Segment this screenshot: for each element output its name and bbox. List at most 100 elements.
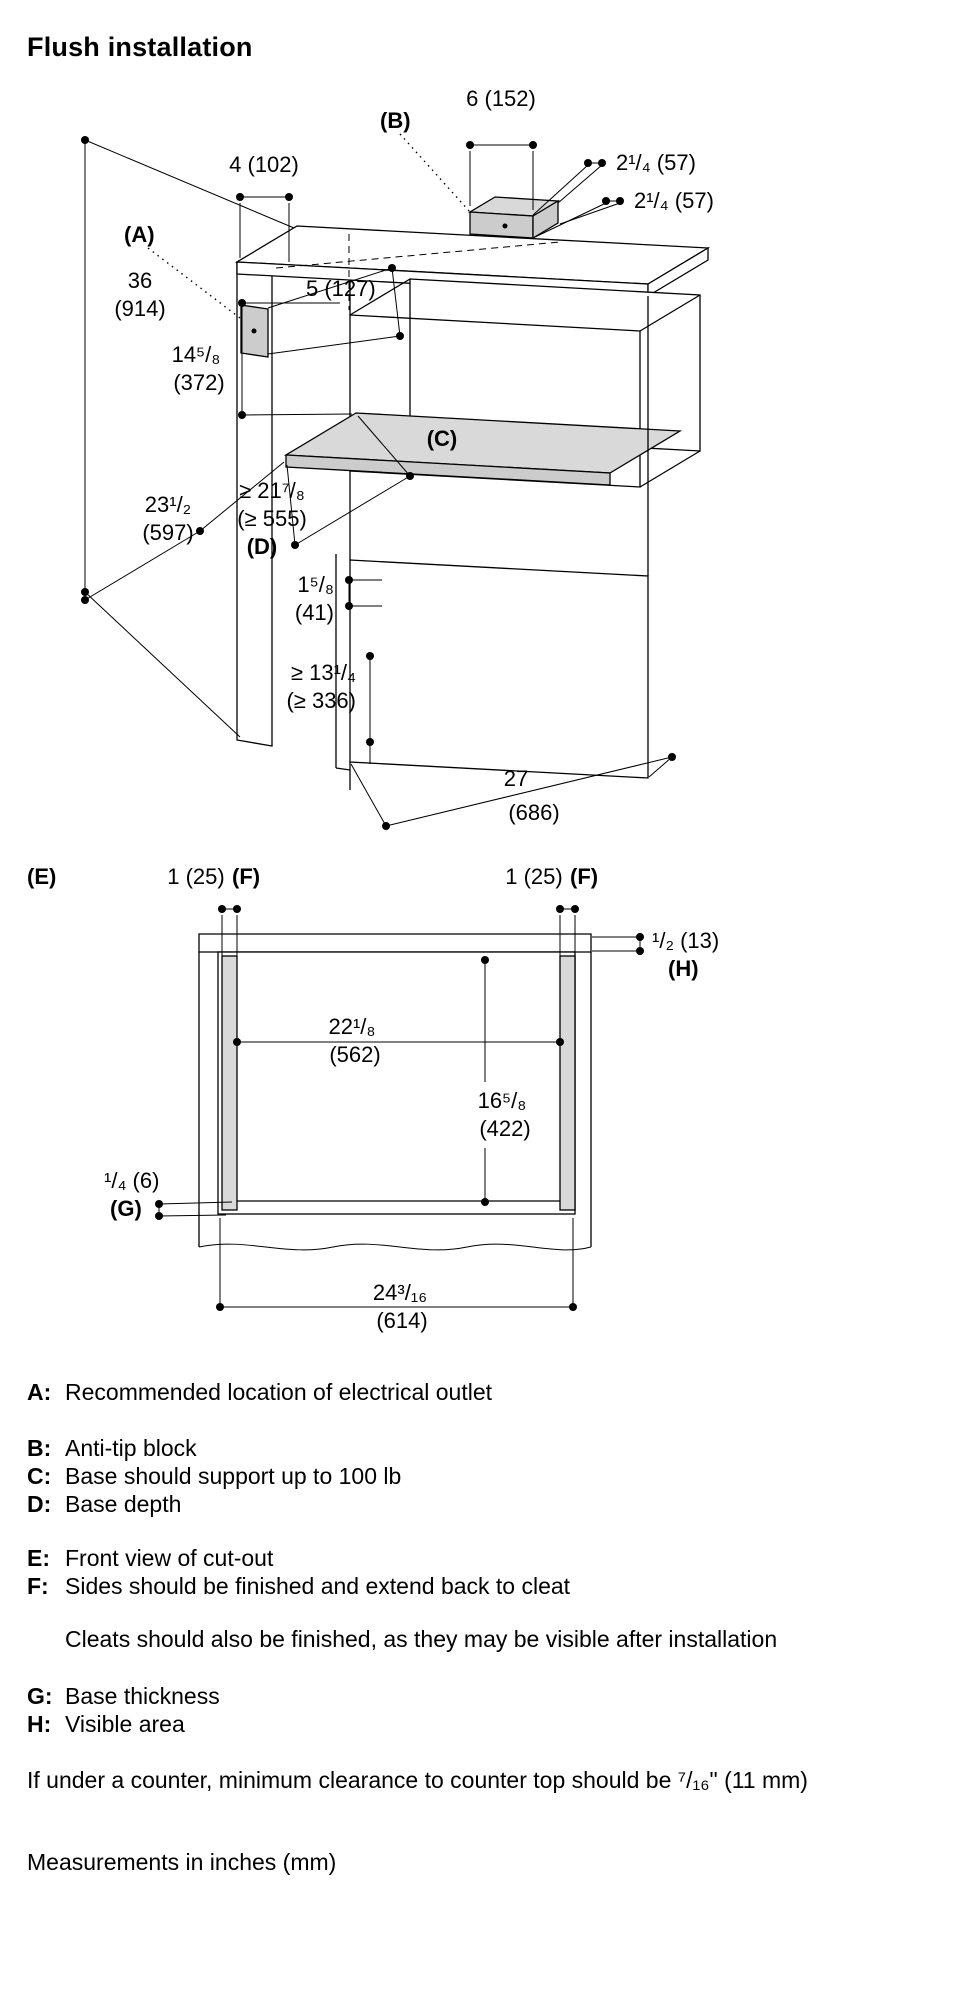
dim-base-thickness-front — [155, 1200, 233, 1220]
anti-tip-block — [467, 196, 561, 240]
dim-inner-height-mm-label: (422) — [479, 1116, 530, 1141]
dim-cleat2-label: 1 (25) — [505, 864, 562, 889]
legend-row-f: F: Sides should be finished and extend b… — [27, 1572, 957, 1600]
dim-base-height — [366, 652, 374, 764]
dim-inner-width — [233, 1038, 564, 1046]
dim-base-height-mm-label: (≥ 336) — [286, 688, 356, 713]
dim-inner-width-label: 22¹/₈ — [328, 1014, 375, 1039]
dim-block-side — [532, 197, 624, 239]
dim-cleat1 — [218, 905, 241, 958]
legend-row-cleats-note: Cleats should also be finished, as they … — [27, 1625, 957, 1653]
dim-outlet-offset-label: 4 (102) — [229, 152, 299, 177]
callout-c-label: (C) — [427, 426, 458, 451]
side-panel-edges — [335, 554, 351, 790]
dim-base-thickness-label: 1⁵/₈ — [297, 572, 334, 597]
installation-drawing: (B) 6 (152) 4 (102) 2¹/₄ (57) 2¹/₄ (57) … — [27, 86, 719, 1333]
legend-letter: D: — [27, 1491, 52, 1517]
legend-letter: B: — [27, 1435, 52, 1461]
dim-base-depth — [286, 415, 414, 549]
dim-inner-height — [481, 956, 489, 1206]
legend: A: Recommended location of electrical ou… — [27, 1378, 957, 1738]
dim-base-height-label: ≥ 13¹/₄ — [291, 660, 356, 685]
break-line — [198, 1243, 592, 1251]
legend-text: Base should support up to 100 lb — [65, 1463, 402, 1489]
dim-outer-width-label: 24³/₁₆ — [373, 1280, 427, 1305]
dim-base-front-label: ¹/₄ (6) — [104, 1168, 159, 1193]
dim-counter-depth — [81, 461, 285, 604]
callout-f1-label: (F) — [232, 864, 260, 889]
right-cleat — [559, 955, 576, 1211]
dim-outlet-offset — [236, 193, 293, 262]
legend-row-d: D: Base depth — [27, 1490, 957, 1518]
callout-a-label: (A) — [124, 222, 155, 247]
callout-b-label: (B) — [380, 108, 411, 133]
dim-niche-height-mm-label: (372) — [173, 370, 224, 395]
dim-inner-height-label: 16⁵/₈ — [478, 1088, 527, 1113]
cabinet-front-edges — [349, 280, 649, 576]
legend-text: Anti-tip block — [65, 1435, 197, 1461]
front-view: (E) 1 (25) (F) 1 (25) (F) ¹/₂ (13) (H) 2… — [27, 864, 719, 1333]
dim-inner-width-mm-label: (562) — [329, 1042, 380, 1067]
leader-a — [147, 247, 241, 319]
dim-outer-width — [216, 1218, 577, 1311]
legend-row-h: H: Visible area — [27, 1710, 957, 1738]
dim-width-label: 27 — [504, 766, 528, 791]
callout-f2-label: (F) — [570, 864, 598, 889]
dim-outer-width-mm-label: (614) — [376, 1308, 427, 1333]
side-panels — [198, 952, 592, 1247]
callout-d-label: (D) — [247, 534, 278, 559]
base-platform-front — [285, 454, 611, 486]
dim-block-back — [532, 159, 606, 216]
dim-outlet-height — [267, 264, 404, 355]
callout-g-label: (G) — [110, 1196, 142, 1221]
counter-edge-band — [198, 933, 592, 953]
hidden-edges — [275, 234, 561, 310]
legend-row-a: A: Recommended location of electrical ou… — [27, 1378, 957, 1406]
dim-counter-depth-mm-label: (597) — [142, 520, 193, 545]
dim-niche-height — [238, 299, 353, 419]
legend-letter: C: — [27, 1463, 52, 1489]
dim-block-back-label: 2¹/₄ (57) — [616, 150, 696, 175]
legend-text: Front view of cut-out — [65, 1545, 274, 1571]
dim-base-thickness — [345, 576, 382, 610]
leader-b — [399, 133, 471, 213]
outlet-box — [240, 304, 269, 358]
legend-letter: F: — [27, 1573, 49, 1599]
legend-text: Recommended location of electrical outle… — [65, 1379, 493, 1405]
legend-text: Sides should be finished and extend back… — [65, 1573, 571, 1599]
isometric-view: (B) 6 (152) 4 (102) 2¹/₄ (57) 2¹/₄ (57) … — [81, 86, 714, 830]
dim-total-height-mm-label: (914) — [114, 296, 165, 321]
dim-block-width-label: 6 (152) — [466, 86, 536, 111]
dim-niche-height-label: 14⁵/₈ — [172, 342, 221, 367]
dim-cleat2 — [556, 905, 579, 958]
dim-outlet-height-label: 5 (127) — [306, 276, 376, 301]
dim-total-height-label: 36 — [128, 268, 152, 293]
legend-text: Visible area — [65, 1711, 185, 1737]
dim-cleat1-label: 1 (25) — [167, 864, 224, 889]
callout-e-label: (E) — [27, 864, 56, 889]
units-note: Measurements in inches (mm) — [27, 1849, 337, 1875]
legend-text: Base thickness — [65, 1683, 220, 1709]
dim-visible-area-label: ¹/₂ (13) — [652, 928, 719, 953]
legend-row-g: G: Base thickness — [27, 1682, 957, 1710]
dim-width-mm-label: (686) — [508, 800, 559, 825]
dim-base-depth-mm-label: (≥ 555) — [237, 506, 307, 531]
cutout-opening — [217, 951, 576, 1215]
callout-h-label: (H) — [668, 956, 699, 981]
legend-letter: E: — [27, 1545, 50, 1571]
legend-row-b: B: Anti-tip block — [27, 1434, 957, 1462]
dim-block-width — [466, 141, 537, 210]
clearance-note: If under a counter, minimum clearance to… — [27, 1767, 808, 1793]
dim-base-thickness-mm-label: (41) — [295, 600, 334, 625]
left-cleat — [221, 955, 238, 1211]
drawer-front — [349, 559, 649, 779]
legend-row-e: E: Front view of cut-out — [27, 1544, 957, 1572]
dim-total-height — [81, 136, 295, 738]
dim-visible-area — [592, 933, 644, 955]
legend-letter: G: — [27, 1683, 53, 1709]
dim-width — [350, 753, 676, 830]
dim-block-side-label: 2¹/₄ (57) — [634, 188, 714, 213]
legend-row-c: C: Base should support up to 100 lb — [27, 1462, 957, 1490]
legend-letter: H: — [27, 1711, 52, 1737]
